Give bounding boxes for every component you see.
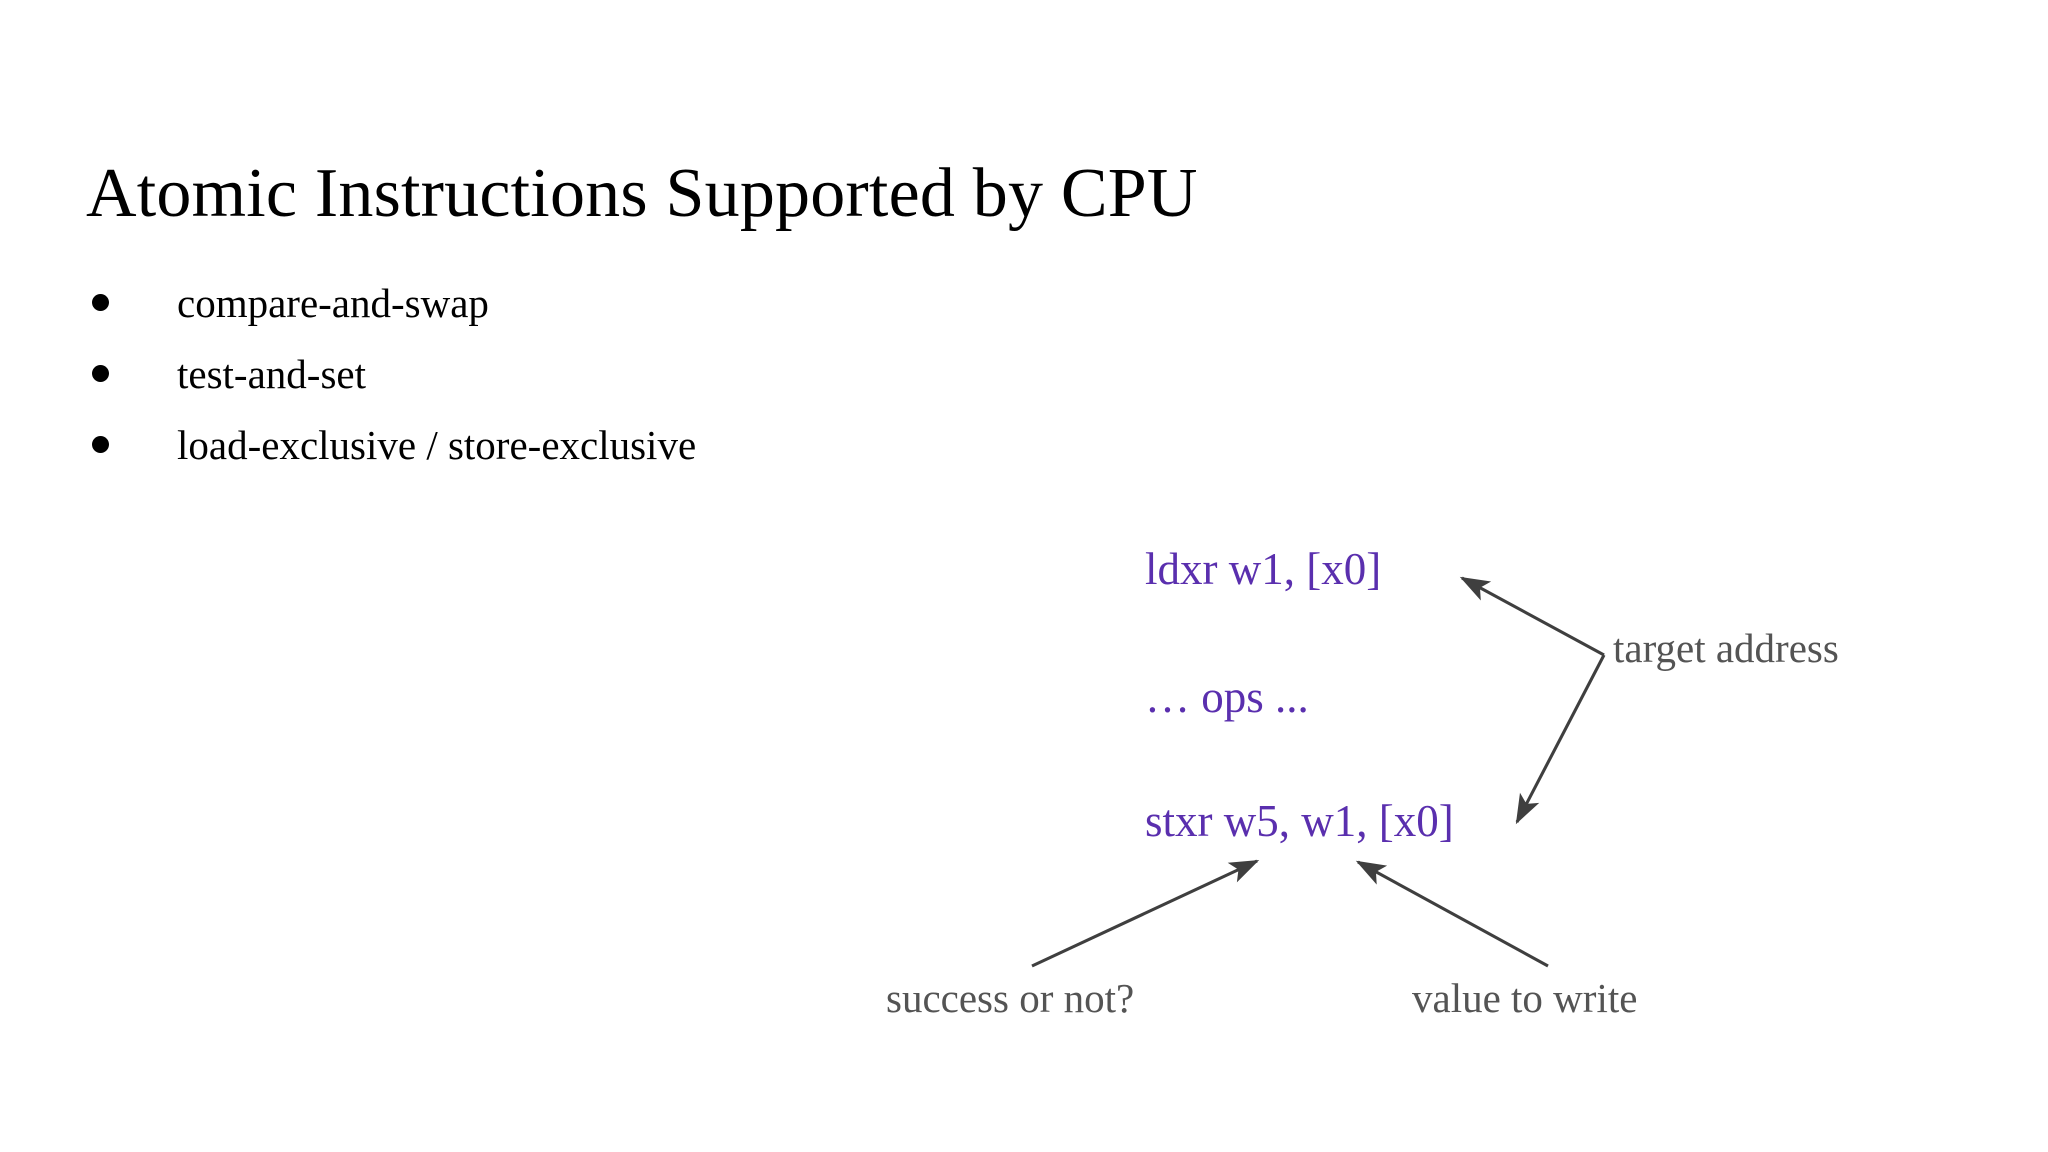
bullet-dot-icon <box>92 365 109 382</box>
arrow-target-address-to-ldxr <box>1459 576 1605 657</box>
list-item: compare-and-swap <box>92 283 696 354</box>
annotation-target-address: target address <box>1613 625 1839 671</box>
list-item: test-and-set <box>92 354 696 425</box>
list-item-label: test-and-set <box>177 351 366 397</box>
annotation-value-to-write: value to write <box>1412 975 1638 1021</box>
list-item: load-exclusive / store-exclusive <box>92 425 696 496</box>
code-line-stxr: stxr w5, w1, [x0] <box>1145 796 1454 846</box>
page-title: Atomic Instructions Supported by CPU <box>86 154 1198 232</box>
arrow-success-to-w5 <box>1031 859 1260 968</box>
bullet-dot-icon <box>92 294 109 311</box>
code-line-ops: … ops ... <box>1145 672 1309 722</box>
bullet-list: compare-and-swap test-and-set load-exclu… <box>92 283 696 496</box>
arrow-target-address-to-stxr <box>1515 654 1606 825</box>
annotation-success-or-not: success or not? <box>886 975 1135 1021</box>
bullet-dot-icon <box>92 436 109 453</box>
list-item-label: load-exclusive / store-exclusive <box>177 422 697 468</box>
list-item-label: compare-and-swap <box>177 280 489 326</box>
arrow-value-to-w1 <box>1355 860 1549 968</box>
code-line-ldxr: ldxr w1, [x0] <box>1145 544 1382 594</box>
